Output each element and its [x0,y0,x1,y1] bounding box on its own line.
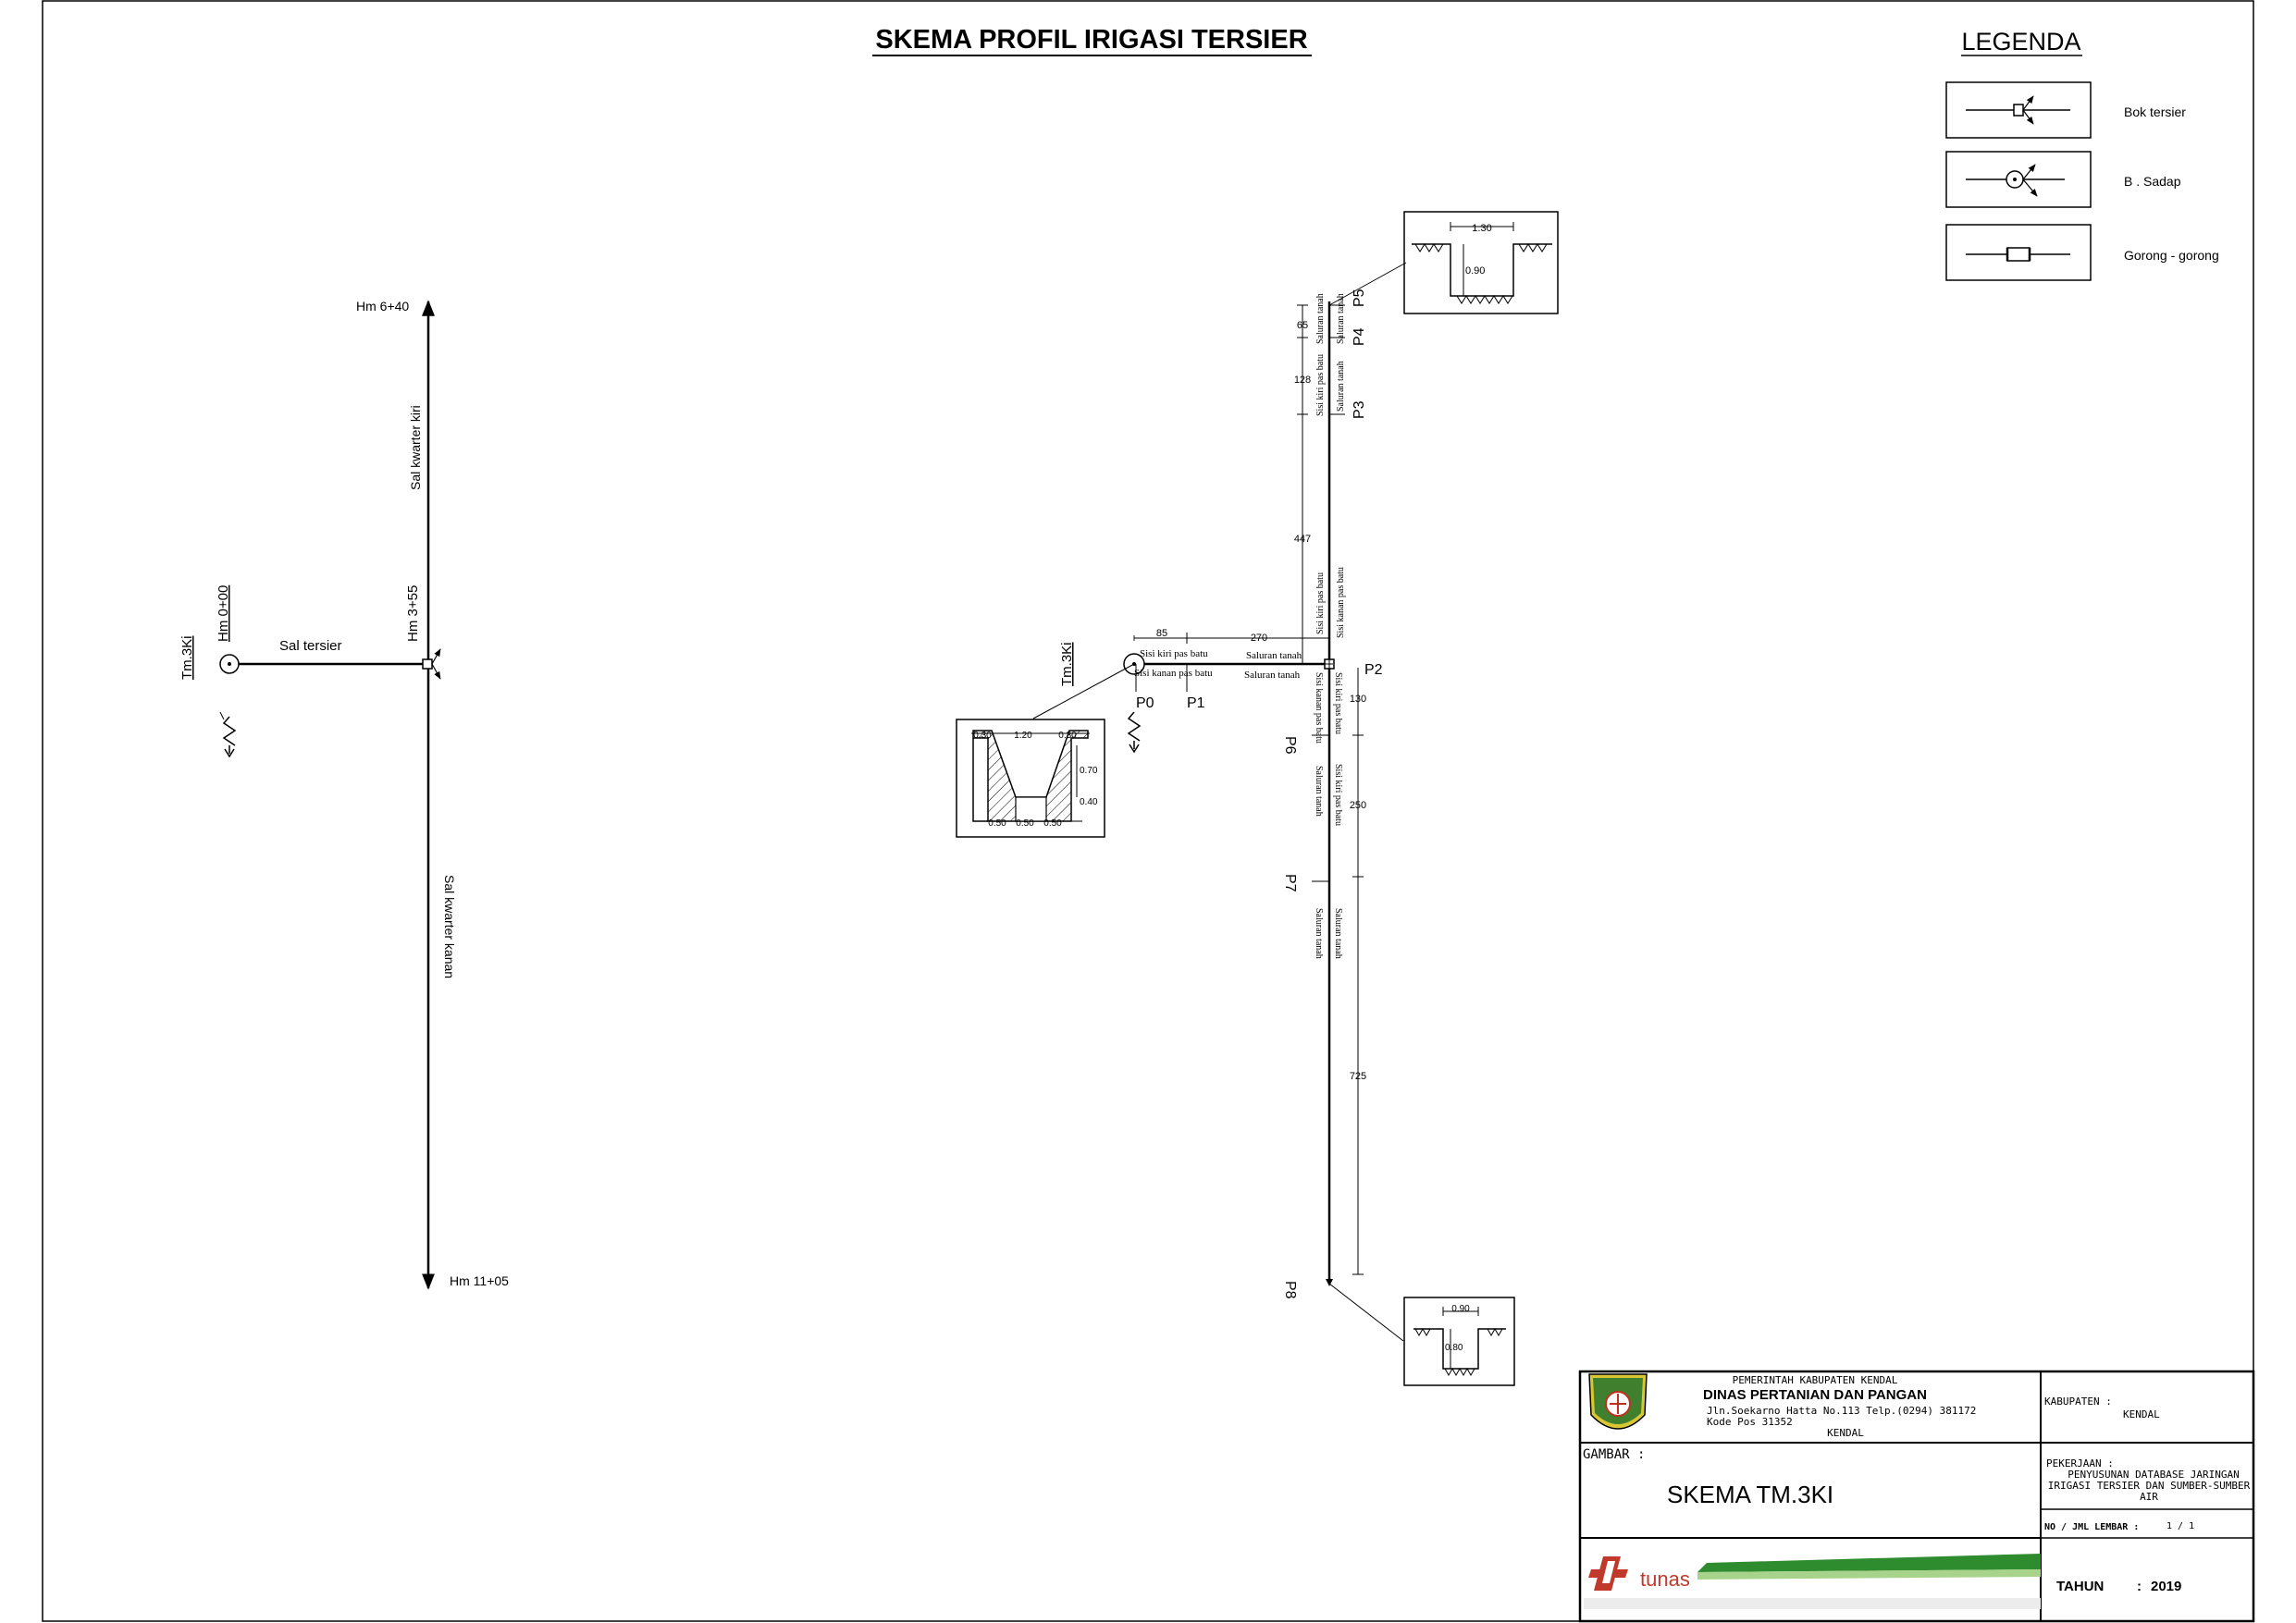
section-left-top-a: 0.30 [973,731,992,741]
dim-128: 128 [1294,375,1311,386]
left-hm-bottom: Hm 11+05 [450,1273,509,1288]
seg-h-sisi-kanan: Sisi kanan pas batu [1134,668,1213,679]
pekerjaan-label: PEKERJAAN : [2046,1457,2114,1469]
section-left: 0.30 1.20 0.30 0.70 0.40 0.50 0.50 0.50 [956,719,1105,838]
section-top-depth: 0.90 [1465,265,1485,277]
seg-v-tanah-c: Saluran tanah [1336,361,1346,412]
point-p0: P0 [1136,695,1154,711]
seg-v-kanan-pas-a: Sisi kanan pas batu [1336,567,1346,638]
seg-v-tanah-e: Saluran tanah [1314,908,1324,959]
legend-heading: LEGENDA [1961,28,2080,55]
lembar-label: NO / JML LEMBAR : [2044,1522,2139,1532]
kabupaten-label: KABUPATEN : [2044,1396,2112,1408]
section-left-side-b: 0.40 [1080,797,1098,807]
seg-h-tanah-2: Saluran tanah [1244,670,1301,681]
left-sal-kiri: Sal kwarter kiri [408,405,423,490]
seg-h-tanah-1: Saluran tanah [1246,650,1302,661]
lembar-value: 1 / 1 [2166,1521,2194,1531]
point-p2: P2 [1364,662,1383,678]
org-line2: DINAS PERTANIAN DAN PANGAN [1703,1387,1927,1403]
dim-65: 65 [1297,320,1308,331]
section-left-bot-c: 0.50 [1043,818,1062,829]
page-title: SKEMA PROFIL IRIGASI TERSIER [875,25,1307,55]
sheet-border [42,0,2254,1622]
pekerjaan-line1: PENYUSUNAN DATABASE JARINGAN [2068,1469,2239,1481]
tahun-value: 2019 [2151,1579,2181,1594]
point-p4: P4 [1352,327,1367,346]
tunas-logo: tunas [1584,1554,2041,1609]
right-scheme: Tm.3Ki P0 P1 P2 P3 P4 P5 P6 P7 P8 85 270… [1032,262,1407,1342]
kendal-emblem [1588,1373,1648,1430]
legend-label-sadap: B . Sadap [2124,174,2181,189]
dim-447: 447 [1294,534,1311,545]
left-hm-start: Hm 0+00 [216,585,231,642]
seg-v-kanan-pas-b: Sisi kanan pas batu [1314,672,1324,744]
gambar-label: GAMBAR : [1583,1447,1645,1462]
seg-v-kiri-pas-a: Sisi kiri pas batu [1315,354,1326,416]
address-line2: Kode Pos 31352 [1707,1416,1793,1428]
point-p3: P3 [1352,400,1367,419]
section-bottom-depth: 0.80 [1445,1343,1463,1353]
right-unit-label: Tm.3Ki [1059,642,1075,686]
title-block: PEMERINTAH KABUPATEN KENDAL DINAS PERTAN… [1578,1370,2255,1623]
section-left-side-a: 0.70 [1080,766,1098,776]
pekerjaan-line2: IRIGASI TERSIER DAN SUMBER-SUMBER [2048,1480,2251,1492]
point-p6: P6 [1282,736,1298,755]
kabupaten-value: KENDAL [2123,1408,2160,1420]
seg-v-kiri-pas-d: Sisi kiri pas batu [1333,764,1343,826]
legend: LEGENDA Bok tersier B . Sadap Go [1945,28,2219,281]
seg-v-tanah-a: Saluran tanah [1315,293,1326,344]
city-label: KENDAL [1827,1427,1864,1439]
left-hm-top: Hm 6+40 [356,299,409,314]
seg-v-tanah-b: Saluran tanah [1336,293,1346,344]
section-left-bot-b: 0.50 [1016,818,1034,829]
bangunan-sadap-icon [1966,164,2065,197]
tahun-sep: : [2137,1579,2142,1594]
dim-85: 85 [1156,628,1167,639]
section-left-bot-a: 0.50 [988,818,1006,829]
seg-h-sisi-kiri: Sisi kiri pas batu [1140,648,1208,659]
tunas-logo-text: tunas [1640,1568,1690,1591]
legend-label-bok-tersier: Bok tersier [2124,105,2186,119]
left-sal-kanan: Sal kwarter kanan [442,875,457,978]
point-p8: P8 [1282,1281,1298,1299]
org-line1: PEMERINTAH KABUPATEN KENDAL [1733,1374,1898,1386]
dim-130: 130 [1350,694,1366,705]
gambar-value: SKEMA TM.3KI [1667,1481,1833,1508]
section-left-top-c: 0.30 [1058,731,1077,741]
dim-725: 725 [1350,1071,1366,1082]
section-bottom: 0.90 0.80 [1403,1297,1515,1386]
left-unit-label: Tm.3Ki [179,635,195,680]
seg-v-kiri-pas-b: Sisi kiri pas batu [1315,572,1326,634]
left-scheme: Tm.3Ki Hm 0+00 Hm 3+55 Sal tersier Hm 6+… [179,299,509,1290]
seg-v-tanah-d: Saluran tanah [1314,766,1324,817]
tahun-label: TAHUN [2056,1579,2104,1594]
section-top-width: 1.30 [1472,223,1491,234]
bok-tersier-icon [1966,95,2070,125]
pekerjaan-line3: AIR [2140,1491,2158,1503]
dim-250: 250 [1350,800,1366,811]
left-hm-junction: Hm 3+55 [405,585,421,642]
gorong-gorong-icon [1966,247,2070,262]
legend-label-gorong: Gorong - gorong [2124,248,2219,263]
dim-270: 270 [1251,633,1267,644]
address-line1: Jln.Soekarno Hatta No.113 Telp.(0294) 38… [1707,1405,1976,1417]
left-sal-tersier: Sal tersier [279,638,342,654]
seg-v-tanah-f: Saluran tanah [1333,908,1343,959]
point-p5: P5 [1352,289,1367,307]
section-left-top-b: 1.20 [1014,731,1032,741]
section-top: 1.30 0.90 [1403,211,1559,314]
seg-v-kiri-pas-c: Sisi kiri pas batu [1333,672,1343,734]
point-p1: P1 [1187,695,1205,711]
point-p7: P7 [1282,874,1298,892]
section-bottom-width: 0.90 [1451,1304,1470,1314]
